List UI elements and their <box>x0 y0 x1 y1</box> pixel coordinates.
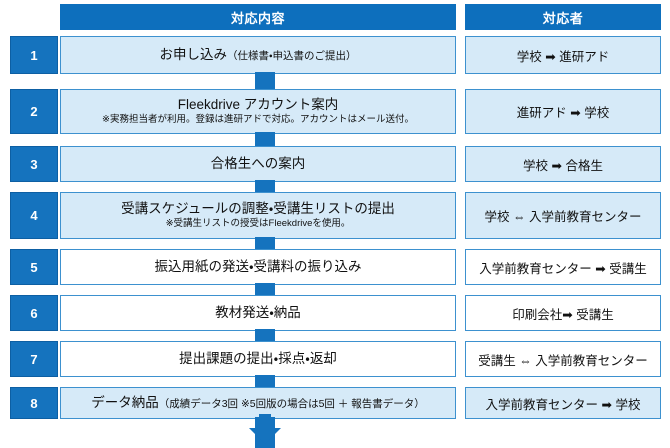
content-main-label: 振込用紙の発送・受講料の振り込み <box>154 259 362 275</box>
step-number-label: 4 <box>30 208 38 223</box>
actor-label: 入学前教育センター ➡ 学校 <box>485 397 641 412</box>
content-main-text: Fleekdrive アカウント案内 <box>178 97 339 113</box>
content-box-step-6: 教材発送・納品 <box>60 295 456 331</box>
actor-box-step-3: 学校 ➡ 合格生 <box>465 146 661 182</box>
flow-connector-1 <box>255 72 275 91</box>
content-main-label: 教材発送・納品 <box>215 305 301 321</box>
actor-box-step-7: 受講生 ⇔ 入学前教育センター <box>465 341 661 377</box>
flow-connector-5 <box>255 283 275 297</box>
content-main-text: 振込用紙の発送・受講料の振り込み <box>154 259 361 275</box>
content-main-label: Fleekdrive アカウント案内 <box>177 97 339 113</box>
actor-label: 受講生 ⇔ 入学前教育センター <box>478 353 648 368</box>
actor-label: 入学前教育センター ➡ 受講生 <box>479 261 647 276</box>
content-box-step-1: お申し込み（仕様書・申込書のご提出） <box>60 36 456 74</box>
step-number-8: 8 <box>10 387 58 419</box>
step-number-1: 1 <box>10 36 58 74</box>
column-header-content: 対応内容 <box>60 4 456 30</box>
content-sub-note: ※受講生リストの授受はFleekdriveを使用。 <box>165 217 351 229</box>
step-number-5: 5 <box>10 249 58 285</box>
content-box-step-4: 受講スケジュールの調整・受講生リストの提出※受講生リストの授受はFleekdri… <box>60 192 456 239</box>
step-number-6: 6 <box>10 295 58 331</box>
content-main-text: データ納品（成績データ3回 ※5回版の場合は5回 ＋ 報告書データ） <box>91 395 425 411</box>
step-number-label: 6 <box>30 305 38 321</box>
content-main-label: 合格生への案内 <box>210 156 306 172</box>
actor-label: 学校 ➡ 進研アド <box>516 49 610 64</box>
content-main-label: 受講スケジュールの調整・受講生リストの提出 <box>121 201 395 217</box>
content-box-step-2: Fleekdrive アカウント案内※実務担当者が利用。登録は進研アドで対応。ア… <box>60 89 456 134</box>
content-main-text: 提出課題の提出・採点・返却 <box>179 351 337 367</box>
flow-connector-4 <box>255 237 275 251</box>
content-paren-note: （仕様書・申込書のご提出） <box>226 50 357 63</box>
step-number-7: 7 <box>10 341 58 377</box>
actor-box-step-1: 学校 ➡ 進研アド <box>465 36 661 74</box>
flow-connector-6 <box>255 329 275 343</box>
step-number-label: 1 <box>30 47 38 63</box>
content-main-text: お申し込み（仕様書・申込書のご提出） <box>159 47 356 63</box>
content-box-step-7: 提出課題の提出・採点・返却 <box>60 341 456 377</box>
actor-box-step-5: 入学前教育センター ➡ 受講生 <box>465 249 661 285</box>
actor-label: 学校 ⇔ 入学前教育センター <box>484 210 642 224</box>
actor-box-step-6: 印刷会社➡ 受講生 <box>465 295 661 331</box>
content-main-label: 提出課題の提出・採点・返却 <box>179 351 337 367</box>
flow-connector-2 <box>255 132 275 148</box>
content-box-step-3: 合格生への案内 <box>60 146 456 182</box>
actor-label: 学校 ➡ 合格生 <box>523 158 603 173</box>
content-main-text: 教材発送・納品 <box>215 305 301 321</box>
content-main-text: 合格生への案内 <box>211 156 306 172</box>
content-main-label: データ納品 <box>91 395 159 411</box>
step-number-label: 2 <box>30 104 38 119</box>
content-paren-note: （成績データ3回 ※5回版の場合は5回 ＋ 報告書データ） <box>158 398 425 411</box>
step-number-label: 8 <box>30 395 38 411</box>
flow-connector-3 <box>255 180 275 194</box>
column-header-actor: 対応者 <box>465 4 661 30</box>
actor-label: 印刷会社➡ 受講生 <box>512 307 614 322</box>
step-number-3: 3 <box>10 146 58 182</box>
step-number-label: 5 <box>30 259 38 275</box>
content-box-step-8: データ納品（成績データ3回 ※5回版の場合は5回 ＋ 報告書データ） <box>60 387 456 419</box>
content-box-step-5: 振込用紙の発送・受講料の振り込み <box>60 249 456 285</box>
content-main-label: お申し込み <box>159 47 227 63</box>
step-number-label: 7 <box>30 351 38 367</box>
step-number-2: 2 <box>10 89 58 134</box>
flow-connector-7 <box>255 375 275 389</box>
actor-box-step-8: 入学前教育センター ➡ 学校 <box>465 387 661 419</box>
content-main-text: 受講スケジュールの調整・受講生リストの提出 <box>121 201 395 217</box>
content-sub-note: ※実務担当者が利用。登録は進研アドで対応。アカウントはメール送付。 <box>102 113 414 125</box>
actor-box-step-2: 進研アド ➡ 学校 <box>465 89 661 134</box>
actor-box-step-4: 学校 ⇔ 入学前教育センター <box>465 192 661 239</box>
flow-down-arrow-icon <box>249 414 281 444</box>
step-number-4: 4 <box>10 192 58 239</box>
step-number-label: 3 <box>30 156 38 172</box>
actor-label: 進研アド ➡ 学校 <box>516 106 610 120</box>
